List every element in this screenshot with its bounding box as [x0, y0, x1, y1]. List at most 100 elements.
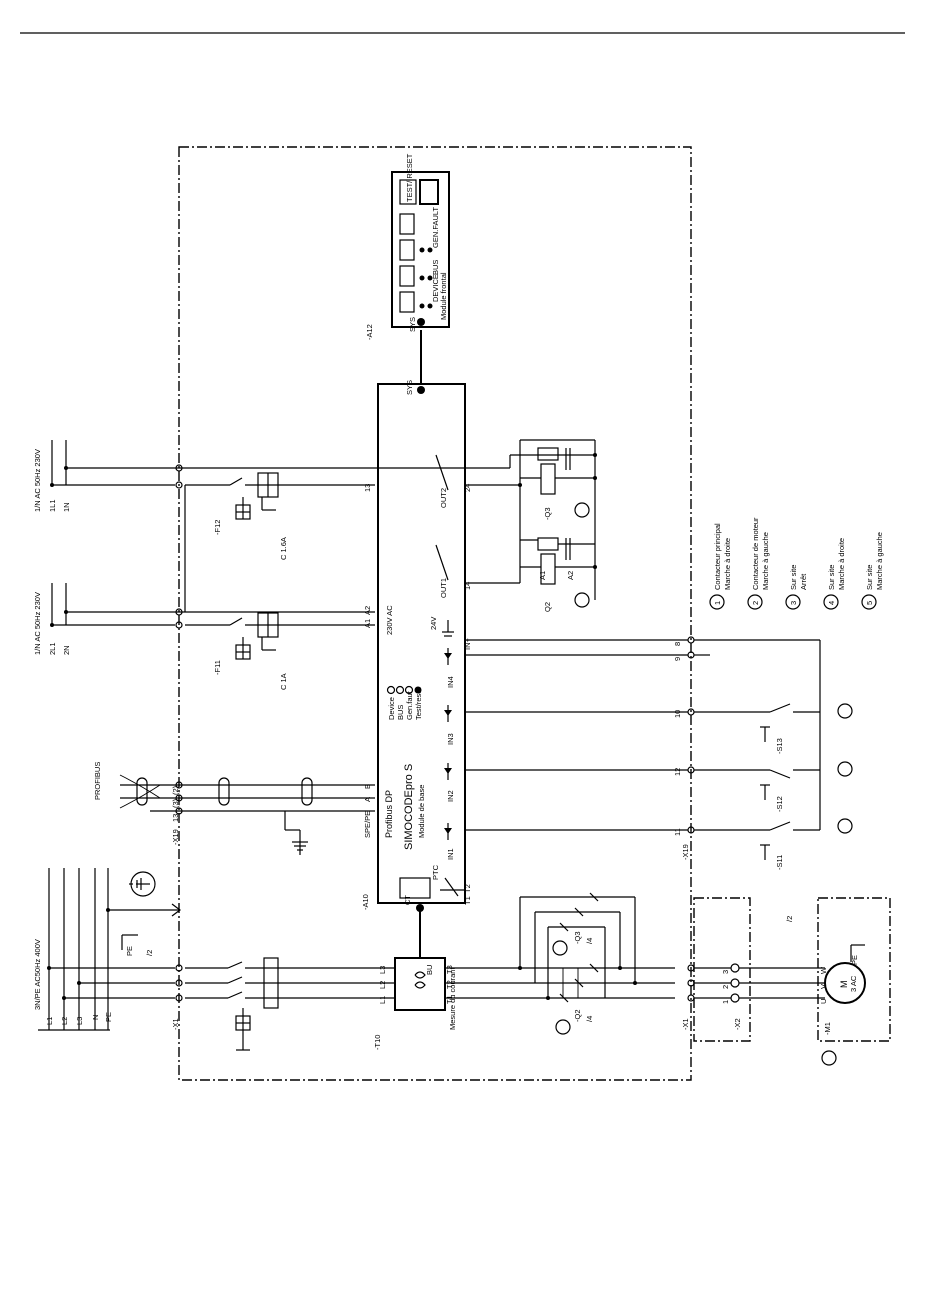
- legend-marker-4: [823, 594, 839, 610]
- q3-ref: /4: [585, 938, 594, 944]
- button-s11: -S11: [775, 855, 784, 870]
- input-wiring: [465, 636, 821, 860]
- out1-label: OUT1: [439, 578, 448, 598]
- base-module-bus: Profibus DP: [384, 790, 394, 838]
- x1-label: -X1: [171, 1018, 180, 1030]
- fuse-f12-rating: C 1.6A: [279, 537, 288, 560]
- legend-title-4: Sur site: [827, 565, 836, 590]
- legend-title-5: Sur site: [865, 565, 874, 590]
- pe-label: PE: [125, 946, 134, 956]
- out2-label: OUT2: [439, 488, 448, 508]
- base-module-bus-a: A: [363, 797, 372, 802]
- q2-label: -Q2: [573, 1009, 582, 1022]
- profibus-term-3: (3): [171, 798, 180, 808]
- x2-term-3: 3: [721, 970, 730, 974]
- base-module-t1: T1: [463, 896, 472, 905]
- profibus-title: PROFIBUS: [93, 762, 102, 800]
- ct-bu: BU: [425, 965, 434, 975]
- legend-num-5: 5: [865, 601, 874, 605]
- x19-term-12: 12: [673, 768, 682, 776]
- legend-marker-5: [861, 594, 877, 610]
- base-module-t2: T2: [463, 884, 472, 893]
- base-module-ptc: PTC: [431, 864, 440, 880]
- legend-num-3: 3: [789, 601, 798, 605]
- base-module-subtitle: Module de base: [417, 785, 426, 838]
- front-led-genfault: GEN.FAULT: [431, 206, 440, 248]
- q3-label: -Q3: [573, 931, 582, 944]
- legend-marker-1: [709, 594, 725, 610]
- led-genfaut: Gen.faut: [405, 690, 414, 720]
- x19-term-8: 8: [673, 642, 682, 646]
- legend: [552, 502, 877, 1066]
- coil-a1-1: A1: [538, 571, 547, 580]
- profibus-lines: [119, 774, 375, 855]
- ctrl1-l1: 2L1: [48, 642, 57, 655]
- motor-3ac: 3 AC: [849, 975, 858, 992]
- frame-terminals: [175, 464, 183, 1002]
- base-module-spe: SPE/PE: [363, 811, 372, 838]
- x19-term-11: 11: [673, 828, 682, 836]
- legend-num-2: 2: [751, 601, 760, 605]
- base-module-a2: A2: [363, 606, 372, 615]
- in3-label: IN3: [446, 733, 455, 745]
- ct-out-t1: T1: [445, 995, 454, 1004]
- ct-in-l2: L2: [378, 981, 387, 989]
- v24-label: 24V: [429, 617, 438, 630]
- cabinet-frame: [178, 146, 692, 1081]
- ct-in-l3: L3: [378, 966, 387, 974]
- ctrl2-l1: 1L1: [48, 499, 57, 512]
- main-power-circuit: [185, 892, 866, 1051]
- legend-title-3: Sur site: [789, 565, 798, 590]
- ct-out-t3: T3: [445, 965, 454, 974]
- base-module-title: SIMOCODEpro S: [403, 764, 415, 850]
- motor-m: M: [839, 981, 849, 989]
- fuse-f11-rating: C 1A: [279, 673, 288, 690]
- button-s13: -S13: [775, 738, 784, 754]
- line-l2: L2: [60, 1017, 69, 1025]
- base-module-ct: CT: [403, 895, 412, 905]
- ctrl-supply-2: [50, 440, 510, 612]
- x2-term-2: 2: [721, 985, 730, 989]
- front-module-box: [391, 171, 450, 328]
- legend-marker-2: [747, 594, 763, 610]
- x19-label: -X19: [171, 829, 180, 845]
- legend-sub-5: Marche à gauche: [875, 532, 884, 590]
- base-module-supply: 230V AC: [385, 605, 394, 635]
- main-supply-title: 3N/PE AC50Hz 400V: [33, 939, 42, 1010]
- line-l3: L3: [75, 1017, 84, 1025]
- main-supply: [38, 868, 181, 1031]
- legend-num-1: 1: [713, 601, 722, 605]
- in4-label: IN4: [446, 676, 455, 688]
- ct-module-id: -T10: [373, 1035, 382, 1050]
- coil-q3: -Q3: [543, 507, 552, 520]
- ctrl1-title: 1/N AC 50Hz 230V: [33, 592, 42, 655]
- led-testreset: Test/reset: [414, 687, 423, 720]
- led-device: Device: [387, 697, 396, 720]
- front-led-device: DEVICE: [431, 274, 440, 302]
- x19-field-label: -X19: [681, 844, 690, 860]
- q2-ref: /4: [585, 1016, 594, 1022]
- ctrl2-title: 1/N AC 50Hz 230V: [33, 449, 42, 512]
- led-bus: BUS: [396, 705, 405, 720]
- base-module-bus-b: B: [363, 784, 372, 789]
- in1-label: IN1: [446, 848, 455, 860]
- base-module-a1: A1: [363, 619, 372, 628]
- base-module-internals: [386, 318, 520, 899]
- base-module-sys: SYS: [405, 380, 414, 395]
- legend-num-4: 4: [827, 601, 836, 605]
- ctrl-supply-1: [50, 583, 375, 660]
- front-module-sys: SYS: [408, 317, 417, 332]
- legend-sub-2: Marche à gauche: [761, 532, 770, 590]
- in2-label: IN2: [446, 790, 455, 802]
- x1-out-label: -X1: [681, 1018, 690, 1030]
- ctrl2-n: 1N: [62, 502, 71, 512]
- legend-title-1: Contacteur principal: [713, 523, 722, 590]
- front-test-reset: TEST/ RESET: [405, 153, 414, 202]
- front-led-bus: BUS: [431, 260, 440, 275]
- x2-label: -X2: [733, 1018, 742, 1030]
- button-s12: -S12: [775, 796, 784, 812]
- legend-marker-3: [785, 594, 801, 610]
- coil-a2-1: A2: [566, 571, 575, 580]
- x2-term-1: 1: [721, 1000, 730, 1004]
- motor-frame: [817, 897, 891, 1042]
